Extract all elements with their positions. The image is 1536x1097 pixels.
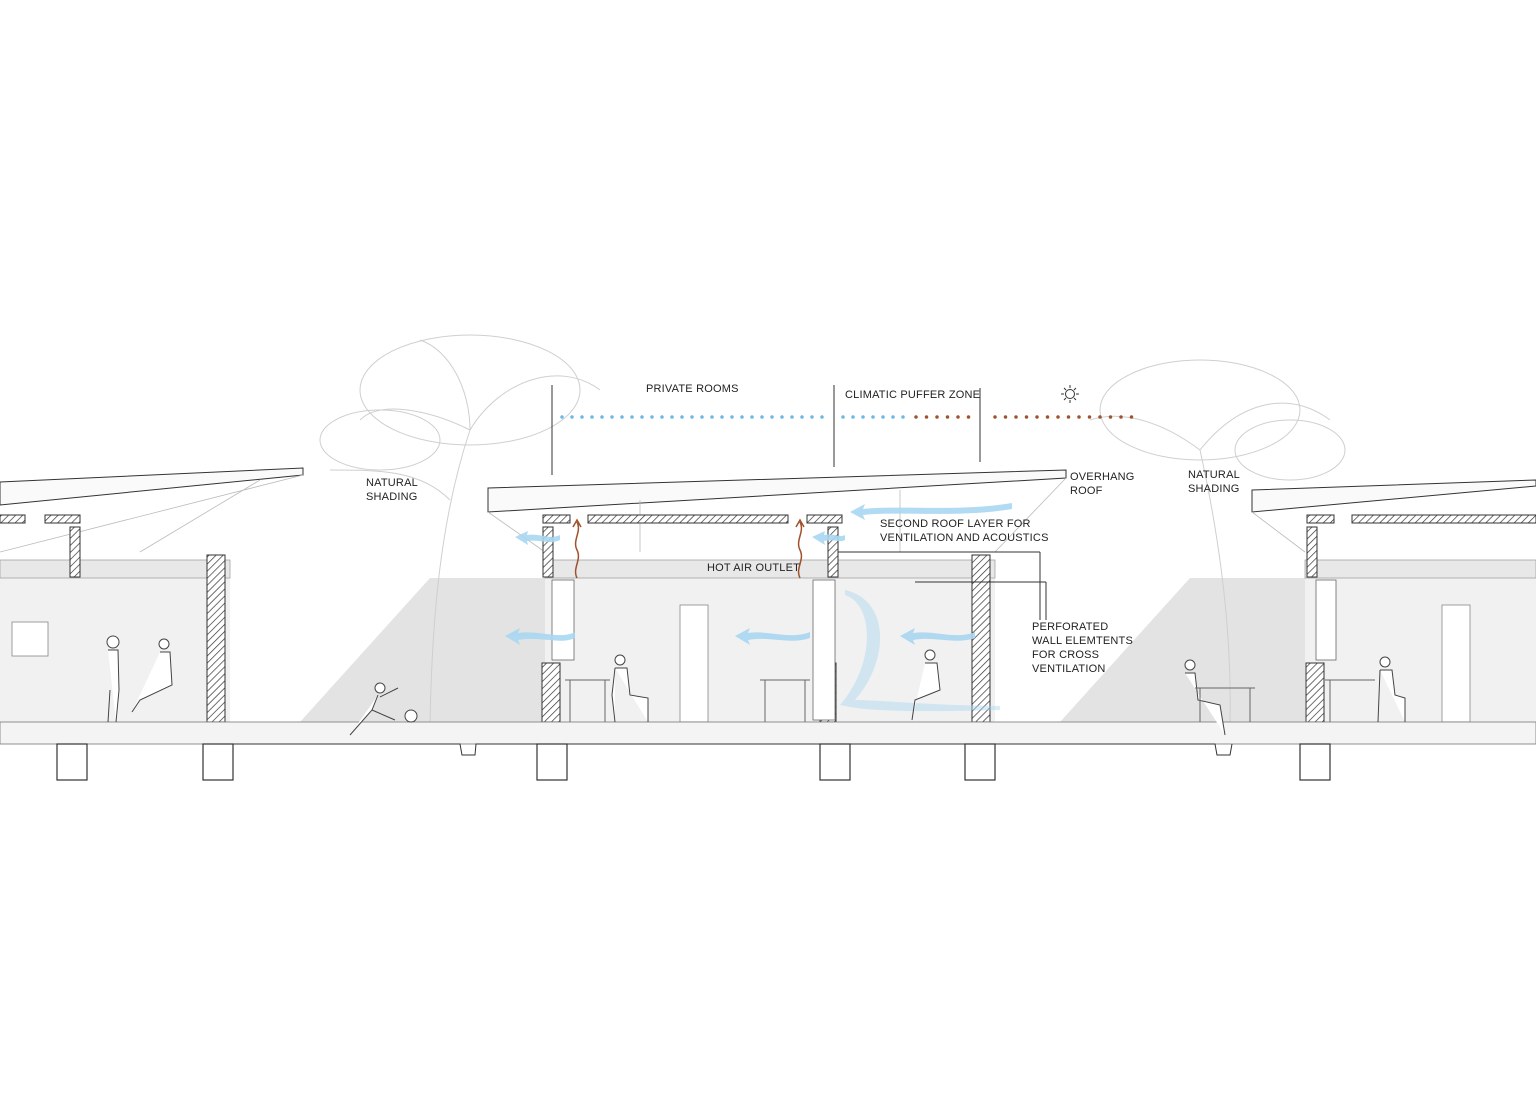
zone-dividers bbox=[551, 385, 1047, 620]
label-private-rooms: PRIVATE ROOMS bbox=[646, 383, 739, 395]
ground bbox=[0, 721, 1536, 756]
sun-icon bbox=[1061, 385, 1079, 403]
label-second-roof-layer: SECOND ROOF LAYER FOR VENTILATION AND AC… bbox=[880, 518, 1049, 544]
hot-air-arrow-icon bbox=[572, 518, 805, 579]
tables bbox=[565, 679, 1375, 722]
shadow-wedges bbox=[300, 578, 1305, 722]
footings bbox=[56, 743, 1331, 781]
label-natural-shading-left: NATURAL SHADING bbox=[366, 477, 418, 503]
airflow-arrow-icon bbox=[505, 503, 1012, 712]
label-natural-shading-right: NATURAL SHADING bbox=[1188, 469, 1240, 495]
label-perforated-wall: PERFORATED WALL ELEMTENTS FOR CROSS VENT… bbox=[1032, 621, 1134, 675]
label-overhang-roof: OVERHANG ROOF bbox=[1070, 471, 1135, 497]
roofs bbox=[0, 467, 1536, 513]
roof-struts bbox=[0, 474, 1306, 553]
doors bbox=[11, 604, 1471, 723]
people-figures bbox=[106, 635, 1406, 736]
perforated-walls bbox=[69, 526, 1318, 723]
label-climatic-puffer-zone: CLIMATIC PUFFER ZONE bbox=[845, 389, 981, 401]
label-hot-air-outlet: HOT AIR OUTLET bbox=[707, 562, 801, 574]
interior-shade bbox=[0, 578, 1536, 722]
ceiling-bands bbox=[0, 559, 1536, 579]
second-roof-beams bbox=[0, 514, 1536, 524]
